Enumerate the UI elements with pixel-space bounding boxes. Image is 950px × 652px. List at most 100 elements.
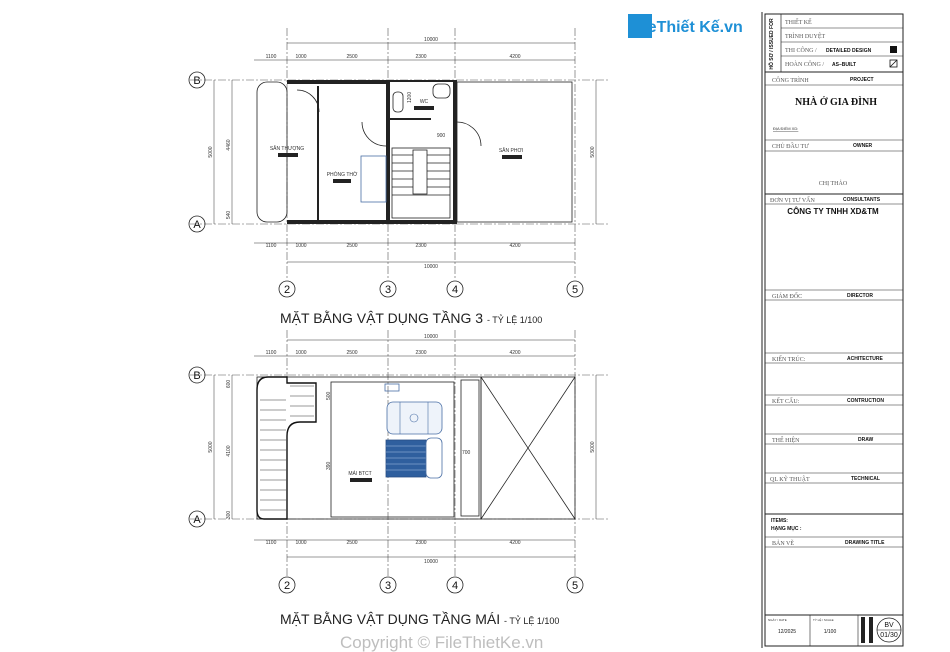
room-label: MÁI BTCT xyxy=(348,470,371,477)
consultant-label-en: CONSULTANTS xyxy=(843,197,881,203)
room-label: SÂN THƯỢNG xyxy=(270,145,304,152)
axis-bubble-5: 5 xyxy=(566,576,584,594)
dim-side-total: 5000 xyxy=(590,441,596,452)
scale-value: 1/100 xyxy=(824,629,837,635)
axis-bubble-5: 5 xyxy=(566,280,584,298)
date-label: NGÀY / DATE xyxy=(768,618,787,622)
void-opening xyxy=(480,376,576,520)
axis-bubble-4: 4 xyxy=(446,576,464,594)
room-label: SÂN PHƠI xyxy=(499,147,523,154)
svg-text:FileThiết Kế.vn: FileThiết Kế.vn xyxy=(629,19,743,36)
title-block: HỒ SƠ / ISSUED FOR THIẾT KẾ TRÌNH DUYỆT … xyxy=(761,12,904,648)
axis-bubble-a: A xyxy=(188,215,206,233)
axis-bubble-a: A xyxy=(188,510,206,528)
checkbox-filled xyxy=(890,46,897,53)
dim-seg: 1000 xyxy=(295,54,306,60)
svg-text:3: 3 xyxy=(385,580,391,592)
axis-bubble-2: 2 xyxy=(278,576,296,594)
dim-note: 900 xyxy=(437,133,446,139)
svg-text:B: B xyxy=(193,370,200,382)
svg-text:2: 2 xyxy=(284,284,290,296)
date-value: 12/2025 xyxy=(778,629,796,635)
svg-text:A: A xyxy=(193,219,201,231)
consultant-label: ĐƠN VỊ TƯ VẤN xyxy=(770,196,815,204)
sheet-number: 01/30 xyxy=(880,632,898,639)
dim-total-top: 10000 xyxy=(424,37,438,43)
dim-side-part: 540 xyxy=(226,211,232,220)
role-label-en: DIRECTOR xyxy=(847,293,873,299)
role-label-en: CONTRUCTION xyxy=(847,398,884,404)
stage-label: TRÌNH DUYỆT xyxy=(785,32,825,40)
dim-seg: 4200 xyxy=(509,350,520,356)
role-label: KẾT CẤU: xyxy=(772,397,800,405)
altar-furniture xyxy=(360,155,387,203)
roof-slab xyxy=(330,381,455,518)
project-name: NHÀ Ở GIA ĐÌNH xyxy=(795,96,877,108)
dim-seg: 1000 xyxy=(295,540,306,546)
items-label: ITEMS: xyxy=(771,518,788,524)
owner-label: CHỦ ĐẦU TƯ xyxy=(772,142,809,150)
consultant-name: CÔNG TY TNHH XD&TM xyxy=(787,207,879,216)
role-label: GIÁM ĐỐC xyxy=(772,292,802,300)
checkbox-crossed xyxy=(889,59,898,68)
role-label: THỂ HIỆN xyxy=(772,436,800,444)
scale-label: TỶ LỆ / SCALE xyxy=(813,617,834,622)
dim-side-part: 300 xyxy=(226,511,232,520)
toilet-icon xyxy=(392,91,404,113)
svg-text:A: A xyxy=(193,514,201,526)
stage-value: DETAILED DESIGN xyxy=(826,48,872,54)
axis-bubble-3: 3 xyxy=(379,576,397,594)
items-label-vi: HẠNG MỤC : xyxy=(771,526,802,532)
axis-bubble-3: 3 xyxy=(379,280,397,298)
plan-roof: 10000 10000 1100 1000 2500 2300 4200 110… xyxy=(188,330,610,652)
axis-bubble-4: 4 xyxy=(446,280,464,298)
issued-for-label: HỒ SƠ / ISSUED FOR xyxy=(768,18,775,70)
room-label: PHÒNG THỜ xyxy=(327,171,358,178)
water-tank xyxy=(386,401,443,435)
dim-seg: 4200 xyxy=(509,54,520,60)
room-label: WC xyxy=(420,99,429,105)
role-label-en: ACHITECTURE xyxy=(847,356,883,362)
role-label-en: TECHNICAL xyxy=(851,476,880,482)
dim-seg: 2300 xyxy=(415,54,426,60)
svg-text:4: 4 xyxy=(452,580,458,592)
dim-seg: 1100 xyxy=(266,243,277,249)
plan-title: MẶT BẰNG VẬT DỤNG TẦNG 3 - TỶ LỆ 1/100 xyxy=(280,309,542,326)
dim-seg: 4200 xyxy=(509,540,520,546)
sheet-prefix: BV xyxy=(884,622,894,629)
staircase xyxy=(391,147,451,219)
role-label: QL KỸ THUẬT xyxy=(770,475,810,483)
dim-side-part: 4100 xyxy=(226,445,232,456)
svg-text:5: 5 xyxy=(572,580,578,592)
dim-seg: 1100 xyxy=(266,350,277,356)
svg-text:B: B xyxy=(193,75,200,87)
dim-seg: 2500 xyxy=(346,54,357,60)
dim-side-part: 600 xyxy=(226,380,232,389)
stage-label: THI CÔNG / xyxy=(785,46,817,54)
plan-title: MẶT BẰNG VẬT DỤNG TẦNG MÁI - TỶ LỆ 1/100 xyxy=(280,610,559,627)
dim-total-bottom: 10000 xyxy=(424,264,438,270)
filethietke-logo: FileThiết Kế.vn xyxy=(628,14,743,38)
dim-seg: 2300 xyxy=(415,540,426,546)
svg-text:2: 2 xyxy=(284,580,290,592)
dim-seg: 1000 xyxy=(295,243,306,249)
stage-label: HOÀN CÔNG / xyxy=(785,60,824,68)
svg-text:3: 3 xyxy=(385,284,391,296)
dim-note: 1200 xyxy=(407,92,413,103)
stage-label: THIẾT KẾ xyxy=(785,18,812,26)
dim-seg: 1100 xyxy=(266,54,277,60)
dim-seg: 2300 xyxy=(415,243,426,249)
project-label-en: PROJECT xyxy=(850,77,874,83)
dim-side-total: 5000 xyxy=(590,146,596,157)
project-label: CÔNG TRÌNH xyxy=(772,76,809,84)
dim-side-part: 4460 xyxy=(226,139,232,150)
plan-floor-3: 10000 10000 1100 1000 2500 2300 4200 110… xyxy=(188,28,610,326)
axis-bubble-b: B xyxy=(188,71,206,89)
dim-seg: 2300 xyxy=(415,350,426,356)
dim-side-total: 5000 xyxy=(208,441,214,452)
dim-seg: 1100 xyxy=(266,540,277,546)
svg-text:4: 4 xyxy=(452,284,458,296)
dim-note: 390 xyxy=(326,461,332,470)
sink-icon xyxy=(432,83,451,99)
